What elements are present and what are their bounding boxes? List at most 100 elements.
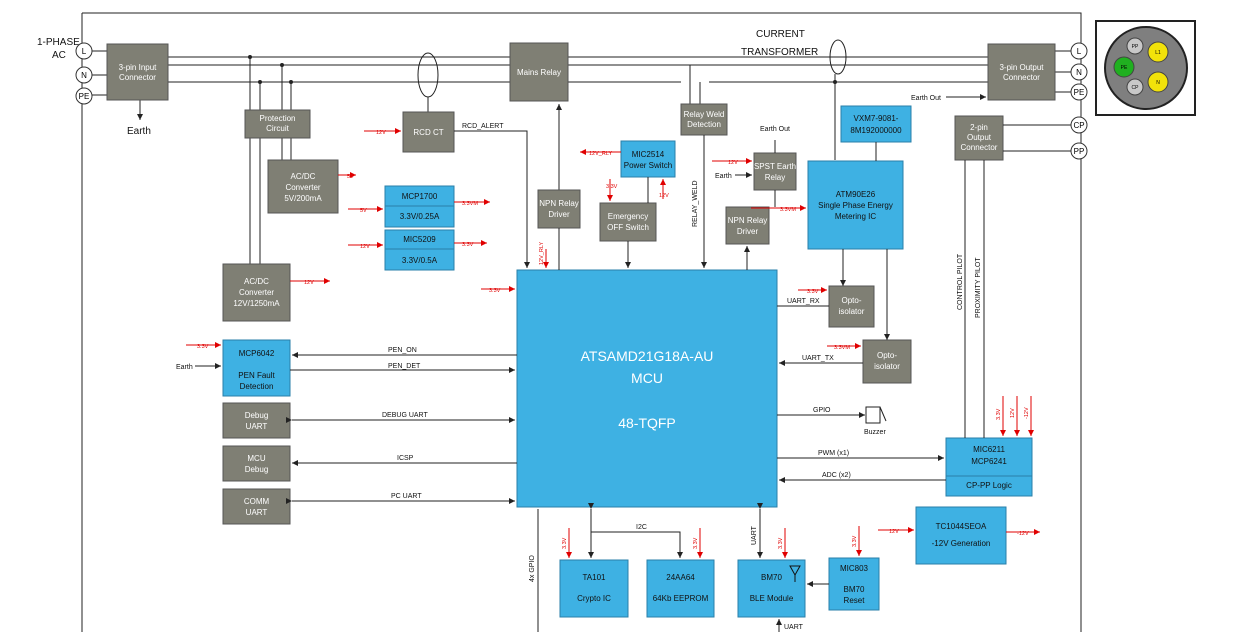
debug-uart-block [222, 402, 291, 439]
mcu-package: 48-TQFP [618, 415, 676, 431]
terminal-l-out: L [1077, 47, 1082, 56]
phase-label-2: AC [52, 50, 66, 61]
mcp6042-l3: Detection [240, 382, 274, 391]
output-2pin-l3: Connector [961, 143, 998, 152]
signal-4x-gpio: 4x GPIO [529, 555, 536, 582]
buzzer-icon [865, 406, 887, 424]
output-connector-block [987, 43, 1056, 101]
emergency-off-l1: Emergency [608, 212, 648, 221]
buzzer-label: Buzzer [864, 429, 886, 436]
rail-3v3m-1: 3.3VM [462, 201, 478, 207]
emergency-off-block [599, 202, 657, 242]
signal-adc: ADC (x2) [822, 472, 851, 479]
protection-block [244, 109, 311, 139]
mic6211-l1: MIC6211 [973, 445, 1005, 454]
rail-12v-acdc: 12V [304, 280, 314, 286]
signal-uart-tx: UART_TX [802, 355, 834, 362]
output-connector-l1: 3-pin Output [999, 63, 1044, 72]
signal-rcd-alert: RCD_ALERT [462, 123, 504, 130]
rail-12v-rly-out: 12V_RLY [589, 151, 612, 157]
mic2514-l2: Power Switch [624, 161, 672, 170]
input-connector-block [106, 43, 169, 101]
ta101-l2: Crypto IC [577, 594, 611, 603]
acdc-12v-block [222, 263, 291, 322]
mic803-l2: BM70 [844, 585, 865, 594]
vxm7-l2: 8M192000000 [850, 126, 902, 135]
comm-uart-l2: UART [246, 508, 268, 517]
signal-i2c: I2C [636, 524, 647, 531]
protection-l1: Protection [259, 114, 295, 123]
emergency-off-l2: OFF Switch [607, 223, 649, 232]
comm-uart-l1: COMM [244, 497, 270, 506]
protection-l2: Circuit [266, 124, 289, 133]
earth-spst-label: Earth [715, 173, 732, 180]
rail-3v3-mic803: 3.3V [852, 535, 858, 547]
signal-uart-bm70: UART [751, 525, 758, 545]
mic803-l1: MIC803 [840, 564, 869, 573]
rail-3v3-opto1: 3.3V [807, 289, 819, 295]
mic803-l3: Reset [844, 596, 866, 605]
earth-label: Earth [127, 126, 151, 137]
mic2514-l1: MIC2514 [632, 150, 665, 159]
rail-12v-mic2514: 12V [659, 193, 669, 199]
output-terminals: L N PE CP PP [1070, 42, 1088, 160]
mcu-name: ATSAMD21G18A-AU [581, 348, 714, 364]
rail-5v-out: 5V [347, 174, 354, 180]
rail-3v3-mic6211: 3.3V [996, 408, 1002, 420]
acdc-5v-l1: AC/DC [291, 172, 316, 181]
mic5209-block [384, 229, 455, 271]
mic6211-l3: CP-PP Logic [966, 481, 1012, 490]
ta101-block [559, 559, 629, 618]
signal-proximity-pilot: PROXIMITY PILOT [975, 257, 982, 318]
eeprom-block [646, 559, 715, 618]
signal-pen-on: PEN_ON [388, 347, 417, 354]
mcu-debug-block [222, 445, 291, 482]
acdc-12v-l1: AC/DC [244, 277, 269, 286]
spst-relay-block [753, 152, 797, 191]
mic6211-l2: MCP6241 [971, 457, 1007, 466]
atm90e26-block [807, 160, 904, 250]
pin-n: N [1156, 80, 1160, 86]
relay-weld-l1: Relay Weld [684, 110, 725, 119]
rail-3v3m-opto2: 3.3VM [834, 345, 850, 351]
bm70-l2: BLE Module [750, 594, 794, 603]
npn-driver-2-l1: NPN Relay [728, 216, 768, 225]
npn-driver-2-block [725, 206, 770, 245]
debug-uart-l1: Debug [245, 411, 269, 420]
rail-3v3-mcu: 3.3V [489, 288, 501, 294]
npn-driver-1-l1: NPN Relay [539, 199, 579, 208]
mic6211-block [945, 437, 1033, 497]
acdc-12v-l3: 12V/1250mA [233, 299, 280, 308]
rail-12v-tc1044: 12V [889, 529, 899, 535]
output-2pin-l1: 2-pin [970, 123, 988, 132]
signal-icsp: ICSP [397, 455, 414, 462]
input-connector-l1: 3-pin Input [119, 63, 158, 72]
mic5209-l1: MIC5209 [403, 235, 436, 244]
signal-relay-weld: RELAY_WELD [692, 180, 699, 227]
rail-12v-rcd: 12V [376, 130, 386, 136]
mains-relay-label: Mains Relay [517, 68, 561, 77]
earth-out-label: Earth Out [911, 95, 941, 102]
acdc-5v-l3: 5V/200mA [284, 194, 322, 203]
relay-weld-block [680, 103, 728, 136]
mcu-debug-l2: Debug [245, 465, 269, 474]
vxm7-l1: VXM7-9081- [854, 114, 899, 123]
opto-2-l1: Opto- [877, 351, 897, 360]
rail-3v3-emergency: 3.3V [606, 184, 618, 190]
earth-pen-label: Earth [176, 364, 193, 371]
signal-control-pilot: CONTROL PILOT [957, 253, 964, 310]
tc1044-block [915, 506, 1007, 565]
mcp1700-l1: MCP1700 [402, 192, 438, 201]
spst-relay-l1: SPST Earth [754, 162, 796, 171]
ct-label-1: CURRENT [756, 29, 805, 40]
mcu-block [516, 269, 778, 508]
output-2pin-block [954, 115, 1004, 161]
acdc-5v-block [267, 159, 339, 214]
atm90e26-l3: Metering IC [835, 212, 877, 221]
tc1044-l1: TC1044SEOA [936, 522, 987, 531]
signal-uart-bottom: UART [784, 624, 804, 631]
pin-pp: PP [1132, 44, 1139, 50]
bm70-block [737, 559, 806, 618]
rail-12v-mic5209: 12V [360, 244, 370, 250]
output-connector-l2: Connector [1003, 73, 1040, 82]
